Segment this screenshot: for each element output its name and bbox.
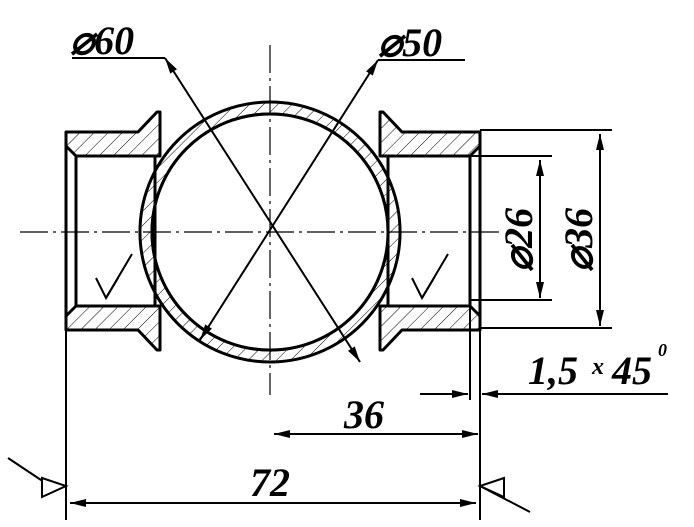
chamfer-sep: x [591, 354, 604, 380]
total-length-label: 72 [250, 460, 290, 505]
outer-neck-diameter-label: ⌀36 [556, 208, 601, 272]
chamfer-angle: 45 [611, 348, 652, 393]
chamfer-degree: 0 [658, 340, 667, 360]
right-neck-wall-section [378, 110, 482, 158]
half-length-label: 36 [343, 392, 384, 437]
bore-diameter-label: ⌀26 [496, 208, 541, 272]
outer-sphere-diameter-label: ⌀60 [70, 18, 134, 63]
length-dimensions [65, 330, 478, 520]
chamfer-label: 1,5 x 45 0 [528, 340, 667, 393]
inner-sphere-diameter-label: ⌀50 [378, 20, 442, 65]
left-neck-wall-section-lower [64, 304, 162, 352]
end-face-finish-right [477, 476, 531, 513]
right-bore [380, 132, 482, 330]
right-neck-wall-section-lower [378, 304, 482, 352]
surface-finish-symbol-left [95, 253, 133, 301]
chamfer-value: 1,5 [528, 348, 578, 393]
left-bore [64, 132, 160, 330]
chamfer-dimension [420, 306, 668, 520]
sphere-diameter-leaders [72, 57, 465, 363]
surface-finish-symbol-right [411, 253, 449, 301]
section-view [20, 45, 500, 395]
left-neck-wall-section [64, 110, 162, 158]
end-face-finish-left [7, 457, 69, 499]
neck-diameter-dimensions [470, 129, 612, 329]
